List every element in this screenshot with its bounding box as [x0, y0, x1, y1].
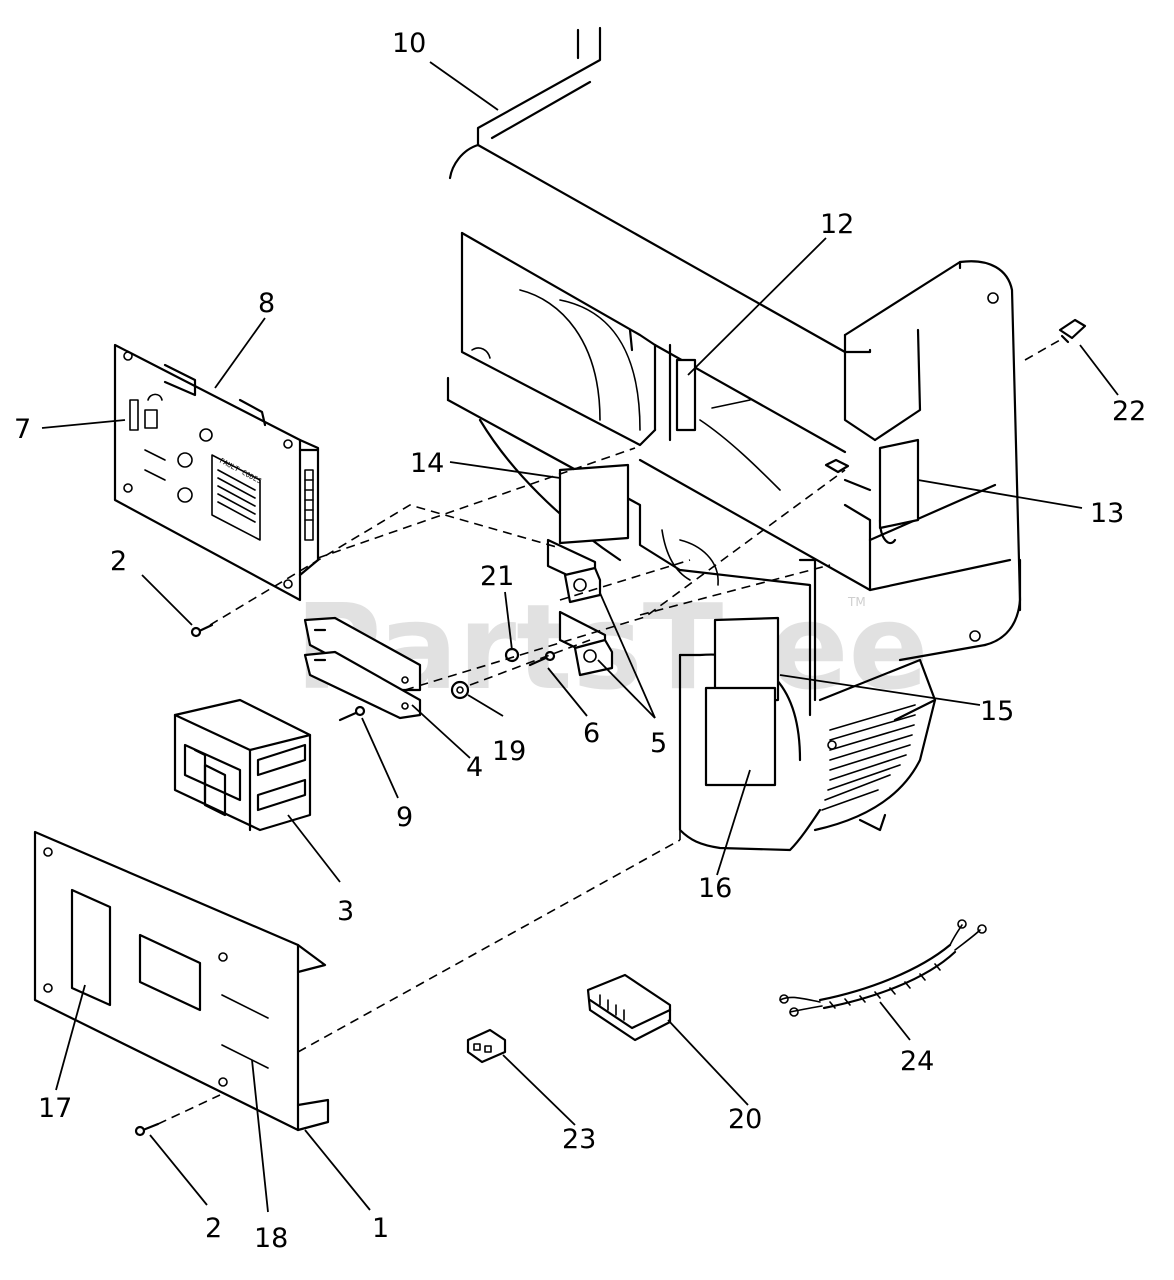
callouts: 10 12 8 7 22 13 14 2 21 19 6 5 4 9 3 15 … [14, 28, 1146, 1254]
callout-15: 15 [980, 696, 1014, 727]
part-17-label [70, 888, 112, 1007]
callout-12: 12 [820, 209, 854, 240]
part-8-control-panel: FAULT CODES [113, 343, 320, 602]
callout-22: 22 [1112, 396, 1146, 427]
part-19-nut [450, 680, 470, 700]
callout-2a: 2 [110, 546, 127, 577]
callout-13: 13 [1090, 498, 1124, 529]
callout-16: 16 [698, 873, 732, 904]
callout-3: 3 [337, 896, 354, 927]
callout-17: 17 [38, 1093, 72, 1124]
callout-8: 8 [258, 288, 275, 319]
part-5-lug-upper [546, 538, 602, 604]
callout-23: 23 [562, 1124, 596, 1155]
callout-20: 20 [728, 1104, 762, 1135]
part-5-lug-lower [558, 610, 614, 677]
part-3-circuit-breaker [173, 698, 312, 832]
part-13-label [878, 438, 920, 530]
part-2-screw-lower [134, 1122, 160, 1137]
callout-21: 21 [480, 561, 514, 592]
part-20-connector [586, 973, 672, 1042]
callout-2b: 2 [205, 1213, 222, 1244]
callout-10: 10 [392, 28, 426, 59]
part-9-screw [338, 705, 366, 722]
part-24-wire-harness [779, 919, 987, 1017]
callout-5: 5 [650, 728, 667, 759]
watermark-trademark: TM [847, 595, 866, 609]
part-23-connector [466, 1028, 507, 1064]
callout-7: 7 [14, 414, 31, 445]
leader-lines [41, 61, 1119, 1213]
part-18-panel-cutout [138, 933, 202, 1012]
callout-14: 14 [410, 448, 444, 479]
part-4-bracket [303, 616, 422, 720]
callout-19: 19 [492, 736, 526, 767]
callout-6: 6 [583, 718, 600, 749]
callout-9: 9 [396, 802, 413, 833]
callout-1: 1 [372, 1213, 389, 1244]
callout-4: 4 [466, 752, 483, 783]
callout-18: 18 [254, 1223, 288, 1254]
part-15-label [713, 616, 780, 704]
part-22-screw [1058, 318, 1087, 344]
assembly-lines [157, 339, 1061, 1125]
part-14-label [558, 463, 630, 545]
part-12-label [675, 358, 697, 432]
part-16-label [704, 686, 777, 787]
part-2-screw-upper [190, 623, 214, 638]
callout-24: 24 [900, 1046, 934, 1077]
